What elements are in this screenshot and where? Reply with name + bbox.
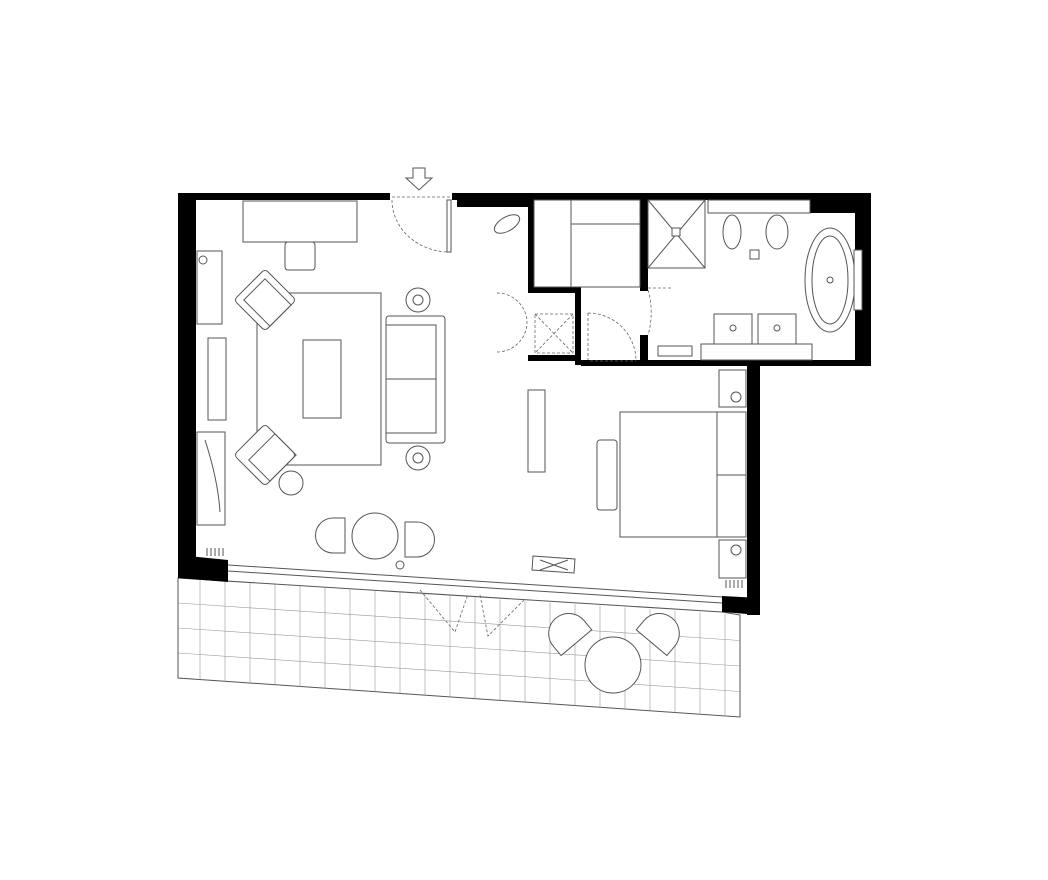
plant <box>493 214 521 234</box>
toilet-icon <box>765 214 789 250</box>
tile-line <box>177 627 741 667</box>
dining-chair <box>404 521 435 558</box>
side-table <box>405 287 431 313</box>
table-icon <box>584 636 642 694</box>
armchair-icon <box>635 612 680 657</box>
armchair-icon <box>235 270 295 330</box>
entrance-door[interactable] <box>446 199 452 253</box>
safe <box>534 313 574 354</box>
table-icon <box>351 512 399 560</box>
side-table <box>405 445 431 471</box>
window-sill <box>227 570 723 604</box>
console <box>196 250 223 325</box>
lamp-icon <box>412 294 424 306</box>
bench <box>657 345 693 357</box>
wardrobe-panel <box>527 389 546 473</box>
terrace-furniture <box>548 612 680 694</box>
hall <box>496 199 671 473</box>
armchair-icon <box>548 612 593 657</box>
wardrobe <box>570 199 641 225</box>
desk <box>242 200 358 243</box>
desk-chair <box>284 241 316 271</box>
tv-unit <box>207 337 227 421</box>
bedroom <box>596 369 747 588</box>
nightstand <box>718 539 747 579</box>
radiator <box>206 548 224 556</box>
terrace-door-swing-icon[interactable] <box>419 589 526 637</box>
vanity <box>700 343 813 361</box>
lamp-icon <box>730 544 742 556</box>
tile-line <box>177 652 741 692</box>
dining-chair <box>315 517 346 554</box>
door-swing-icon <box>496 292 528 353</box>
lamp-icon <box>198 255 208 265</box>
rug <box>256 292 382 466</box>
bathroom <box>647 199 863 361</box>
bench <box>596 439 618 511</box>
lamp-icon <box>730 391 742 403</box>
door-swing-icon <box>391 199 448 253</box>
shower-icon[interactable] <box>647 199 706 269</box>
door-swing-icon <box>587 312 637 362</box>
entrance-arrow-icon <box>404 167 434 191</box>
door-swing-icon <box>647 287 671 336</box>
nightstand <box>718 369 747 408</box>
lamp-icon <box>412 452 424 464</box>
sink-icon <box>757 313 797 345</box>
bed-icon <box>619 411 718 538</box>
cabinet <box>196 431 226 526</box>
window <box>227 564 723 598</box>
radiator <box>725 580 743 588</box>
bidet-icon <box>722 214 742 250</box>
living-room <box>196 200 576 574</box>
walls <box>178 193 871 615</box>
armchair-icon <box>235 425 297 485</box>
stool <box>278 470 304 496</box>
sink-icon <box>713 313 753 345</box>
coffee-table <box>302 339 342 419</box>
